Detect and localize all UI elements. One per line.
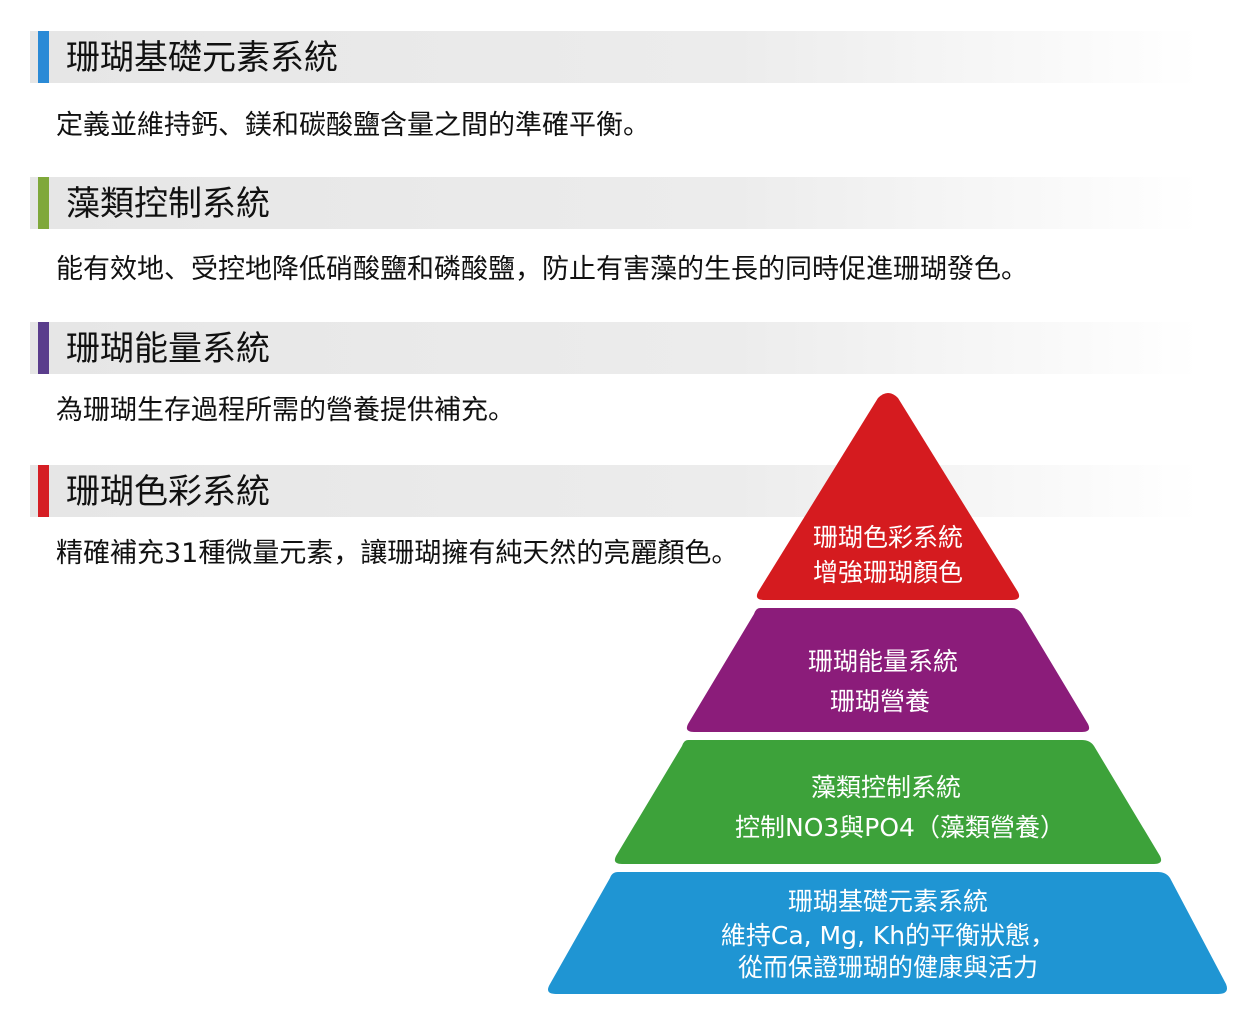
pyramid-tier-shape (548, 872, 1227, 994)
pyramid-tier-basic-elements: 珊瑚基礎元素系統 維持Ca, Mg, Kh的平衡狀態， 從而保證珊瑚的健康與活力 (548, 872, 1227, 994)
section-description: 定義並維持鈣、鎂和碳酸鹽含量之間的準確平衡。 (56, 110, 650, 141)
pyramid-tier-label-line: 藻類控制系統 (811, 773, 961, 802)
section-title: 珊瑚基礎元素系統 (66, 38, 338, 78)
pyramid-tier-label-line: 珊瑚能量系統 (808, 647, 958, 676)
pyramid-tier-shape (686, 608, 1090, 732)
section-title: 珊瑚色彩系統 (66, 472, 270, 512)
pyramid-tier-label-line: 珊瑚基礎元素系統 (788, 887, 988, 916)
pyramid-tier-label-line: 維持Ca, Mg, Kh的平衡狀態， (721, 921, 1055, 950)
pyramid-tier-label-line: 從而保證珊瑚的健康與活力 (738, 953, 1038, 982)
section-header-coral-color: 珊瑚色彩系統 (30, 465, 1200, 517)
section-description: 為珊瑚生存過程所需的營養提供補充。 (56, 395, 515, 426)
section-accent-bar (38, 31, 49, 83)
pyramid-tier-label-line: 珊瑚營養 (830, 687, 930, 716)
section-description: 能有效地、受控地降低硝酸鹽和磷酸鹽，防止有害藻的生長的同時促進珊瑚發色。 (56, 254, 1028, 285)
section-description: 精確補充31種微量元素，讓珊瑚擁有純天然的亮麗顏色。 (56, 538, 739, 569)
pyramid-tier-algae-control: 藻類控制系統 控制NO3與PO4（藻類營養） (614, 740, 1162, 864)
section-accent-bar (38, 322, 49, 374)
section-header-algae-control: 藻類控制系統 (30, 177, 1200, 229)
section-header-basic-elements: 珊瑚基礎元素系統 (30, 31, 1200, 83)
pyramid-tier-coral-energy: 珊瑚能量系統 珊瑚營養 (686, 608, 1090, 732)
pyramid-tier-shape (614, 740, 1162, 864)
pyramid-tier-label-line: 珊瑚色彩系統 (813, 523, 963, 552)
section-header-coral-energy: 珊瑚能量系統 (30, 322, 1200, 374)
section-accent-bar (38, 177, 49, 229)
pyramid-tier-coral-color: 珊瑚色彩系統 增強珊瑚顏色 (756, 393, 1020, 600)
pyramid-tier-label-line: 增強珊瑚顏色 (813, 558, 963, 587)
section-accent-bar (38, 465, 49, 517)
section-title: 珊瑚能量系統 (66, 329, 270, 369)
pyramid-tier-label-line: 控制NO3與PO4（藻類營養） (735, 813, 1065, 842)
section-title: 藻類控制系統 (66, 184, 270, 224)
pyramid-tier-shape (756, 393, 1020, 600)
